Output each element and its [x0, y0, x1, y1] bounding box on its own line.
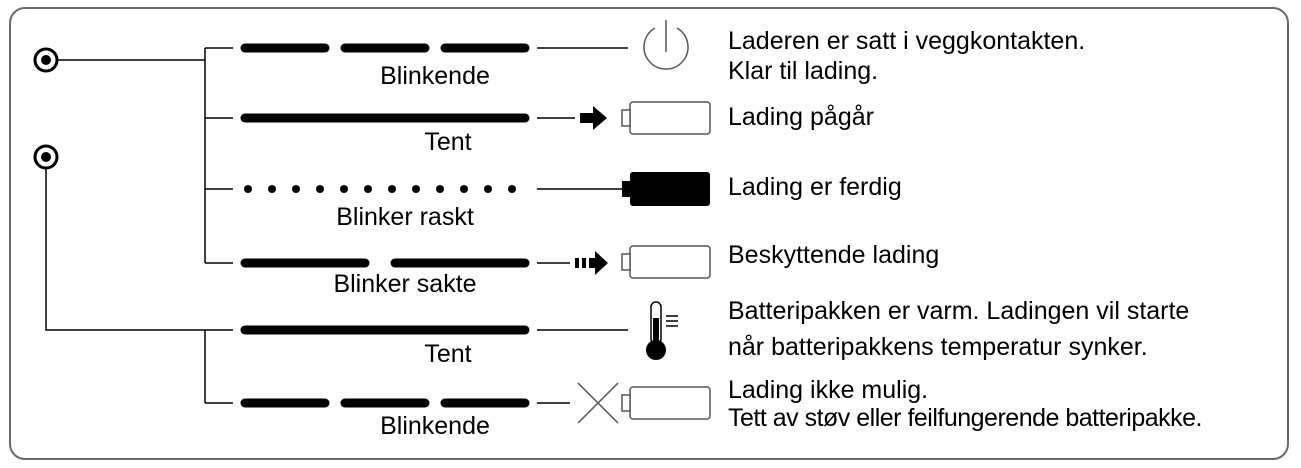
- description-line: Beskyttende lading: [728, 241, 940, 269]
- pattern-label: Tent: [424, 128, 472, 156]
- thermometer-icon: [646, 301, 678, 360]
- description-line: Laderen er satt i veggkontakten.: [728, 27, 1086, 55]
- led-indicator-top: [33, 47, 59, 73]
- pattern-label: Blinkende: [380, 62, 490, 90]
- description: Lading ikke mulig. Tett av støv eller fe…: [728, 376, 1203, 432]
- arrow-battery-empty-icon: [580, 101, 711, 135]
- cross-battery-icon: [577, 382, 711, 424]
- description-line: Klar til lading.: [728, 57, 879, 85]
- description-line: Tett av støv eller feilfungerende batter…: [728, 404, 1203, 432]
- battery-full-icon: [622, 172, 710, 206]
- led-indicator-bottom: [33, 144, 59, 170]
- diagram-frame: [9, 7, 1289, 460]
- pattern-label: Tent: [424, 340, 472, 368]
- description: Batteripakken er varm. Ladingen vil star…: [728, 293, 1189, 365]
- description: Lading er ferdig: [728, 172, 902, 202]
- pattern-label: Blinkende: [380, 412, 490, 440]
- pattern-label: Blinker raskt: [336, 203, 474, 231]
- description-line: Batteripakken er varm. Ladingen vil star…: [728, 297, 1190, 325]
- description: Lading pågår: [728, 102, 874, 132]
- description-line: Lading er ferdig: [728, 173, 902, 201]
- pattern-label: Blinker sakte: [333, 270, 477, 298]
- description: Beskyttende lading: [728, 240, 939, 270]
- description: Laderen er satt i veggkontakten. Klar ti…: [728, 26, 1085, 86]
- connector-lines: [45, 47, 233, 404]
- description-line: Lading ikke mulig.: [728, 376, 929, 404]
- dotted-arrow-battery-icon: [575, 245, 711, 279]
- power-icon: [643, 20, 689, 70]
- description-line: når batteripakkens temperatur synker.: [728, 333, 1148, 361]
- description-line: Lading pågår: [728, 103, 874, 131]
- pattern-fast-blink: [244, 185, 625, 193]
